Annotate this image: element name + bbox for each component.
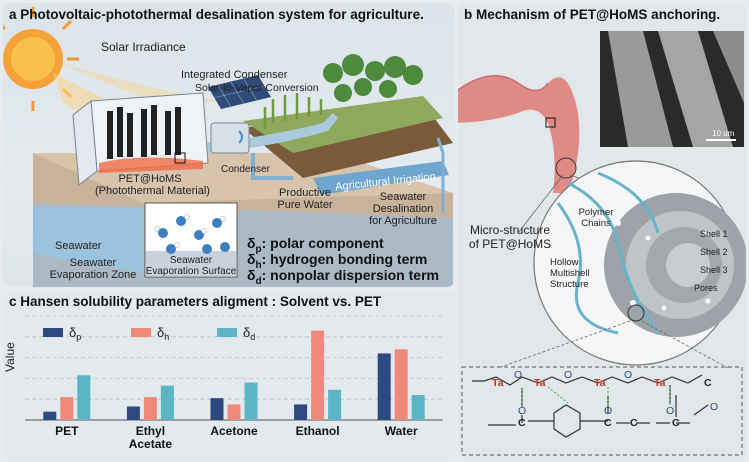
o-atom-3: O [624,369,633,381]
hollow-multishell-sphere [533,160,746,366]
chart-title: c Hansen solubility parameters aligment … [9,294,382,309]
solar-panel-icon [208,75,271,109]
bar-d-2 [244,382,258,420]
evaporator-chamber [72,92,250,186]
legend-label-d: δd [243,325,255,342]
condenser-label: Condenser [221,164,270,175]
bar-d-3 [328,389,342,420]
scale-bar-label: 10 um [712,129,735,138]
pores-label: Pores [694,283,718,293]
panel-a-system: a Photovoltaic-photothermal desalination… [3,3,455,287]
o-atom-5: O [604,405,613,417]
sun-icon [3,7,79,111]
bar-d-0 [77,375,91,420]
bar-p-2 [210,398,224,420]
panel-b-title: b Mechanism of PET@HoMS anchoring. [464,7,721,22]
shell-1-label: Shell 1 [700,229,728,239]
legend-swatch-p [43,328,63,337]
c-atom-1: C [518,417,526,429]
panel-c-chart: c Hansen solubility parameters aligment … [3,290,455,459]
c-atom-3: C [630,417,638,429]
y-axis-label: Value [3,342,17,372]
chemistry-box [461,366,743,456]
x-tick-label: Water [385,424,418,438]
bar-p-3 [294,404,308,420]
o-atom-6: O [666,405,675,417]
c-atom-4: C [672,417,680,429]
c-atom-5: C [704,377,712,389]
system-illustration [3,7,453,287]
x-tick-label: PET [55,424,79,438]
bar-d-4 [411,395,425,420]
o-atom-1: O [514,369,523,381]
legend-swatch-h [131,328,151,337]
shell-2-label: Shell 2 [700,247,728,257]
solar-irradiance-label: Solar Irradiance [101,40,186,54]
bar-h-2 [227,404,241,420]
legend-label-p: δp [69,325,81,342]
legend-delta-p: δp: polar component [247,235,384,255]
panel-b-mechanism: b Mechanism of PET@HoMS anchoring. 10 um… [458,3,746,459]
x-tick-label: Ethyl [136,424,165,438]
x-tick-label: Acetate [129,437,173,451]
legend-delta-h: δh: hydrogen bonding term [247,251,428,271]
bar-p-0 [43,411,57,420]
bar-p-4 [377,353,391,420]
condenser-top-label: Integrated Condenser [181,69,288,81]
conversion-label: Solar-to-Vapor Conversion [195,82,319,94]
legend-swatch-d [217,328,237,337]
legend-delta-d: δd: nonpolar dispersion term [247,267,439,287]
bar-p-1 [126,406,140,420]
bar-h-0 [60,397,74,420]
o-atom-7: O [710,401,719,413]
bar-h-4 [394,349,408,420]
panel-a-title: a Photovoltaic-photothermal desalination… [9,7,424,22]
x-tick-label: Acetone [210,424,258,438]
evaporation-surface-inset [144,202,238,278]
seawater-label: Seawater [55,240,102,252]
legend-label-h: δh [157,325,169,342]
sem-micrograph [600,31,744,147]
ta-atom-1: Ta [492,377,504,389]
ta-atom-4: Ta [654,377,666,389]
bar-h-1 [143,397,157,420]
fiber-icon [458,75,580,193]
shell-3-label: Shell 3 [700,265,728,275]
ta-atom-2: Ta [534,377,546,389]
bar-h-3 [311,330,325,420]
ta-atom-3: Ta [594,377,606,389]
o-atom-4: O [518,405,527,417]
c-atom-2: C [604,417,612,429]
x-tick-label: Ethanol [296,424,340,438]
mechanism-illustration [458,31,746,456]
o-atom-2: O [564,369,573,381]
pet-homs-label: PET@HoMS(Photothermal Material) [95,173,210,197]
bar-d-1 [160,385,174,420]
